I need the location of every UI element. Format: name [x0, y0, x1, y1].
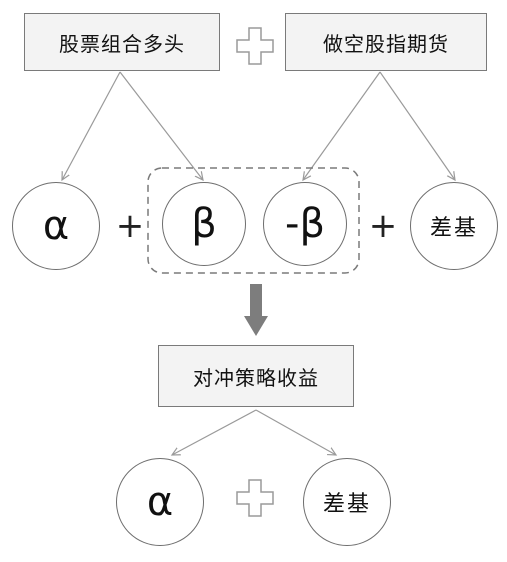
alpha-circle: α — [12, 182, 100, 270]
index-futures-short-box: 做空股指期货 — [285, 13, 487, 71]
down-arrow-icon — [244, 284, 268, 336]
result-basis-circle: 差基 — [303, 458, 391, 546]
basis-label: 差基 — [429, 216, 478, 241]
stock-long-box: 股票组合多头 — [24, 13, 220, 71]
beta-cancel-group — [147, 167, 360, 274]
result-alpha-label: α — [146, 479, 174, 525]
basis-circle: 差基 — [410, 182, 498, 270]
arrow-result-to-basis — [255, 409, 336, 455]
result-alpha-circle: α — [116, 458, 204, 546]
neg-beta-label: -β — [285, 201, 325, 247]
arrow-long-to-alpha — [62, 71, 121, 180]
result-basis-label: 差基 — [322, 492, 371, 517]
arrow-result-to-alpha — [172, 409, 257, 455]
alpha-label: α — [42, 203, 70, 249]
plus-outline-icon-top — [236, 27, 274, 65]
beta-label: β — [191, 201, 217, 247]
hedge-return-box: 对冲策略收益 — [158, 345, 354, 407]
plus-sign-1: + — [115, 206, 145, 246]
beta-circle: β — [162, 182, 246, 266]
arrow-short-to-basis — [379, 71, 455, 180]
arrow-short-to-neg-beta — [303, 71, 381, 180]
arrow-long-to-beta — [119, 71, 203, 180]
plus-sign-2: + — [368, 206, 398, 246]
plus-outline-icon-bottom — [236, 479, 274, 517]
neg-beta-circle: -β — [263, 182, 347, 266]
